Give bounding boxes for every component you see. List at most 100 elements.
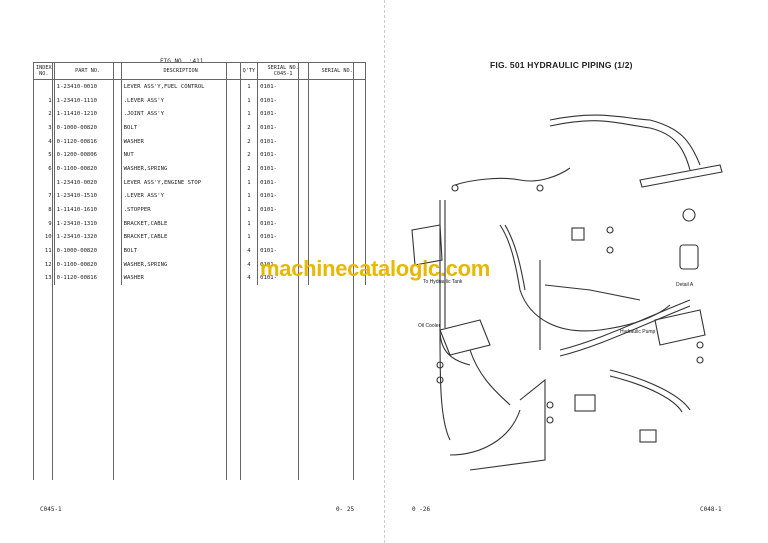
index-cell: 2	[33, 107, 55, 122]
description-cell: .LEVER ASS'Y	[121, 189, 241, 204]
index-cell	[33, 175, 55, 190]
footer-right-code: C048-1	[700, 506, 722, 513]
serial-cell: 0101-	[257, 271, 310, 286]
header-index: INDEX NO.	[33, 62, 55, 80]
serial-2-cell	[309, 217, 366, 231]
index-cell: 12	[33, 257, 55, 272]
part-no-cell: 1-11410-1210	[54, 107, 122, 122]
hydraulic-tank-label: To Hydraulic Tank	[423, 279, 463, 285]
serial-cell: 0101-	[257, 121, 310, 135]
serial-2-cell	[309, 80, 366, 94]
qty-cell: 4	[240, 257, 259, 272]
description-cell: LEVER ASS'Y,ENGINE STOP	[121, 175, 241, 190]
serial-cell: 0101-	[257, 216, 310, 231]
serial-cell: 0101-	[257, 148, 310, 163]
description-cell: BRACKET,CABLE	[121, 216, 241, 231]
description-cell: BOLT	[121, 244, 241, 258]
serial-cell: 0101-	[257, 79, 310, 94]
serial-cell: 0101-	[257, 189, 310, 204]
serial-cell: 0101-	[257, 175, 310, 190]
index-cell: 9	[33, 216, 55, 231]
table-border	[353, 62, 354, 480]
qty-cell: 1	[240, 107, 259, 122]
part-no-cell: 1-23410-1320	[54, 230, 122, 245]
serial-cell: 0101-	[257, 134, 310, 149]
watermark-text: machinecatalogic.com	[260, 256, 490, 281]
serial-2-cell	[309, 203, 366, 217]
description-cell: LEVER ASS'Y,FUEL CONTROL	[121, 79, 241, 94]
qty-cell: 4	[240, 244, 259, 258]
index-cell: 7	[33, 189, 55, 204]
index-cell: 13	[33, 271, 55, 286]
footer-left-code: C045-1	[40, 506, 62, 513]
footer-right-page: 0 -26	[412, 506, 431, 513]
figure-title: FIG. 501 HYDRAULIC PIPING (1/2)	[490, 60, 633, 70]
parts-list-page: FIG NO. :411	[160, 58, 204, 65]
index-cell: 3	[33, 121, 55, 135]
table-border	[298, 62, 299, 480]
part-no-cell: 0-1000-00820	[54, 121, 122, 135]
hydraulic-piping-diagram: To Hydraulic Tank Oil Cooler Hydraulic P…	[411, 114, 723, 471]
part-no-cell: 1-23410-1110	[54, 93, 122, 108]
index-cell: 6	[33, 162, 55, 176]
header-part-no: PART NO.	[54, 62, 122, 80]
serial-2-cell	[309, 231, 366, 245]
part-no-cell: 0-1000-00820	[54, 244, 122, 258]
table-border	[226, 62, 227, 480]
index-cell: 1	[33, 93, 55, 108]
oil-cooler-label: Oil Cooler	[418, 323, 441, 329]
serial-2-cell	[309, 121, 366, 135]
part-no-cell: 1-23410-0010	[54, 79, 122, 94]
header-description: DESCRIPTION	[121, 62, 241, 80]
serial-2-cell	[309, 162, 366, 176]
description-cell: WASHER,SPRING	[121, 162, 241, 176]
part-no-cell: 0-1120-00816	[54, 271, 122, 286]
part-no-cell: 1-11410-1610	[54, 203, 122, 217]
header-serial-2: SERIAL NO.	[308, 62, 366, 80]
table-border	[33, 62, 34, 480]
qty-cell: 1	[240, 93, 259, 108]
qty-cell: 2	[240, 134, 259, 149]
part-no-cell: 0-1120-00816	[54, 134, 122, 149]
qty-cell: 1	[240, 216, 259, 231]
description-cell: BRACKET,CABLE	[121, 230, 241, 245]
qty-cell: 2	[240, 162, 259, 176]
index-cell: 8	[33, 203, 55, 217]
fig-number: FIG NO. :411	[160, 58, 204, 65]
page-divider	[384, 0, 385, 543]
serial-cell: 0101-	[257, 230, 310, 245]
footer-left-page: 0- 25	[336, 506, 355, 513]
description-cell: .STOPPER	[121, 203, 241, 217]
description-cell: WASHER	[121, 134, 241, 149]
table-border	[113, 62, 114, 480]
description-cell: NUT	[121, 148, 241, 163]
qty-cell: 1	[240, 189, 259, 204]
serial-cell: 0101-	[257, 244, 310, 258]
serial-2-cell	[309, 190, 366, 204]
qty-cell: 1	[240, 175, 259, 190]
description-cell: .LEVER ASS'Y	[121, 93, 241, 108]
index-cell	[33, 79, 55, 94]
qty-cell: 2	[240, 148, 259, 163]
qty-cell: 2	[240, 121, 259, 135]
parts-table: INDEX NO. PART NO. DESCRIPTION Q'TY SERI…	[33, 62, 367, 286]
serial-2-cell	[309, 176, 366, 190]
header-qty: Q'TY	[240, 62, 259, 80]
serial-2-cell	[309, 135, 366, 149]
part-no-cell: 1-23410-0020	[54, 175, 122, 190]
index-cell: 5	[33, 148, 55, 163]
serial-cell: 0101-	[257, 203, 310, 217]
part-no-cell: 0-1100-00820	[54, 162, 122, 176]
